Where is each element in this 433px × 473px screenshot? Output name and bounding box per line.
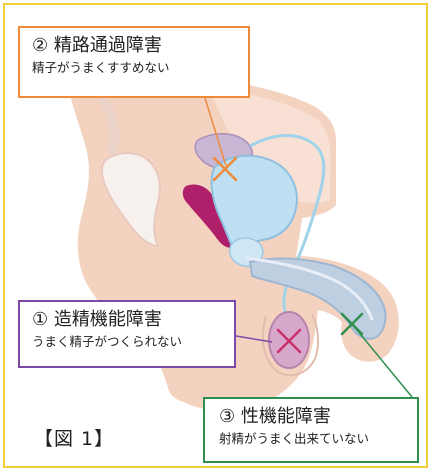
callout-sperm-transport-disorder: ② 精路通過障害 精子がうまくすすめない xyxy=(18,26,250,98)
callout-subtitle: 精子がうまくすすめない xyxy=(32,60,170,75)
pointer-line-sexual-function xyxy=(351,323,413,398)
pelvic-bone xyxy=(100,152,161,248)
callout-spermatogenesis-disorder: ① 造精機能障害 うまく精子がつくられない xyxy=(18,300,236,368)
penis xyxy=(248,257,387,340)
pointer-line-spermatogenesis xyxy=(235,335,273,343)
abdomen-highlight xyxy=(210,90,331,204)
callout-title: ② 精路通過障害 xyxy=(32,35,162,56)
x-mark-spermatogenesis xyxy=(276,328,302,354)
x-mark-sexual-function xyxy=(340,312,364,336)
callout-sexual-function-disorder: ③ 性機能障害 射精がうまく出来ていない xyxy=(203,397,419,463)
callout-subtitle: 射精がうまく出来ていない xyxy=(219,431,370,446)
x-mark-sperm-transport xyxy=(212,156,238,182)
urethra xyxy=(245,256,374,321)
callout-subtitle: うまく精子がつくられない xyxy=(32,334,183,349)
rectum xyxy=(182,184,238,248)
scrotum xyxy=(261,313,320,377)
bladder xyxy=(210,154,298,258)
figure-label: 【図 1】 xyxy=(34,428,115,450)
callout-title: ③ 性機能障害 xyxy=(219,406,331,427)
callout-title: ① 造精機能障害 xyxy=(32,309,162,330)
pointer-line-sperm-transport xyxy=(204,97,227,167)
